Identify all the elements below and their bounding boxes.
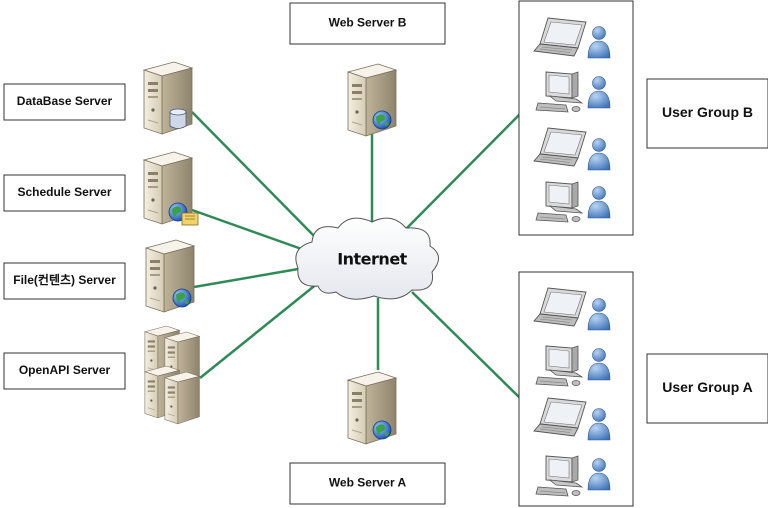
globe-icon <box>172 288 192 308</box>
database-cylinder-icon <box>169 108 187 129</box>
internet-cloud: Internet <box>295 217 439 300</box>
server-label-database: DataBase Server <box>3 83 126 121</box>
web-server-b-icon <box>347 63 397 137</box>
web-server-a-label: Web Server A <box>289 462 446 505</box>
user-group-a-text: User Group A <box>662 379 753 395</box>
file-server-label: File(컨텐츠) Server <box>13 272 116 287</box>
web-server-b-text: Web Server B <box>329 16 407 30</box>
server-tower-icon <box>164 371 200 425</box>
link-groupa-internet <box>411 291 521 399</box>
server-label-schedule: Schedule Server <box>3 174 126 212</box>
user-group-b-box <box>518 0 634 236</box>
server-label-file: File(컨텐츠) Server <box>3 262 126 300</box>
link-openapi-internet <box>199 282 319 379</box>
user-group-a-box <box>518 271 634 507</box>
user-group-a-label: User Group A <box>646 353 768 424</box>
globe-icon <box>372 420 392 440</box>
database-server-label: DataBase Server <box>17 94 113 108</box>
internet-label: Internet <box>337 250 407 269</box>
link-database-internet <box>191 111 319 241</box>
web-server-a-icon <box>347 371 397 445</box>
web-server-b-label: Web Server B <box>289 2 446 45</box>
database-server-icon <box>143 61 193 135</box>
schedule-server-label: Schedule Server <box>17 185 111 199</box>
globe-icon <box>372 110 392 130</box>
user-group-b-text: User Group B <box>662 104 753 120</box>
server-label-openapi: OpenAPI Server <box>3 352 126 390</box>
schedule-server-icon <box>143 151 199 226</box>
connection-links <box>191 111 521 399</box>
link-schedule-internet <box>191 208 311 254</box>
link-groupb-internet <box>404 113 521 231</box>
link-file-internet <box>193 266 305 289</box>
cloud-icon <box>295 217 439 300</box>
schedule-folder-icon <box>181 212 199 226</box>
file-server-icon <box>145 239 195 313</box>
web-server-a-text: Web Server A <box>329 476 407 490</box>
openapi-server-cluster-icon <box>144 325 200 425</box>
openapi-server-label: OpenAPI Server <box>19 363 111 377</box>
user-group-b-label: User Group B <box>646 78 768 149</box>
